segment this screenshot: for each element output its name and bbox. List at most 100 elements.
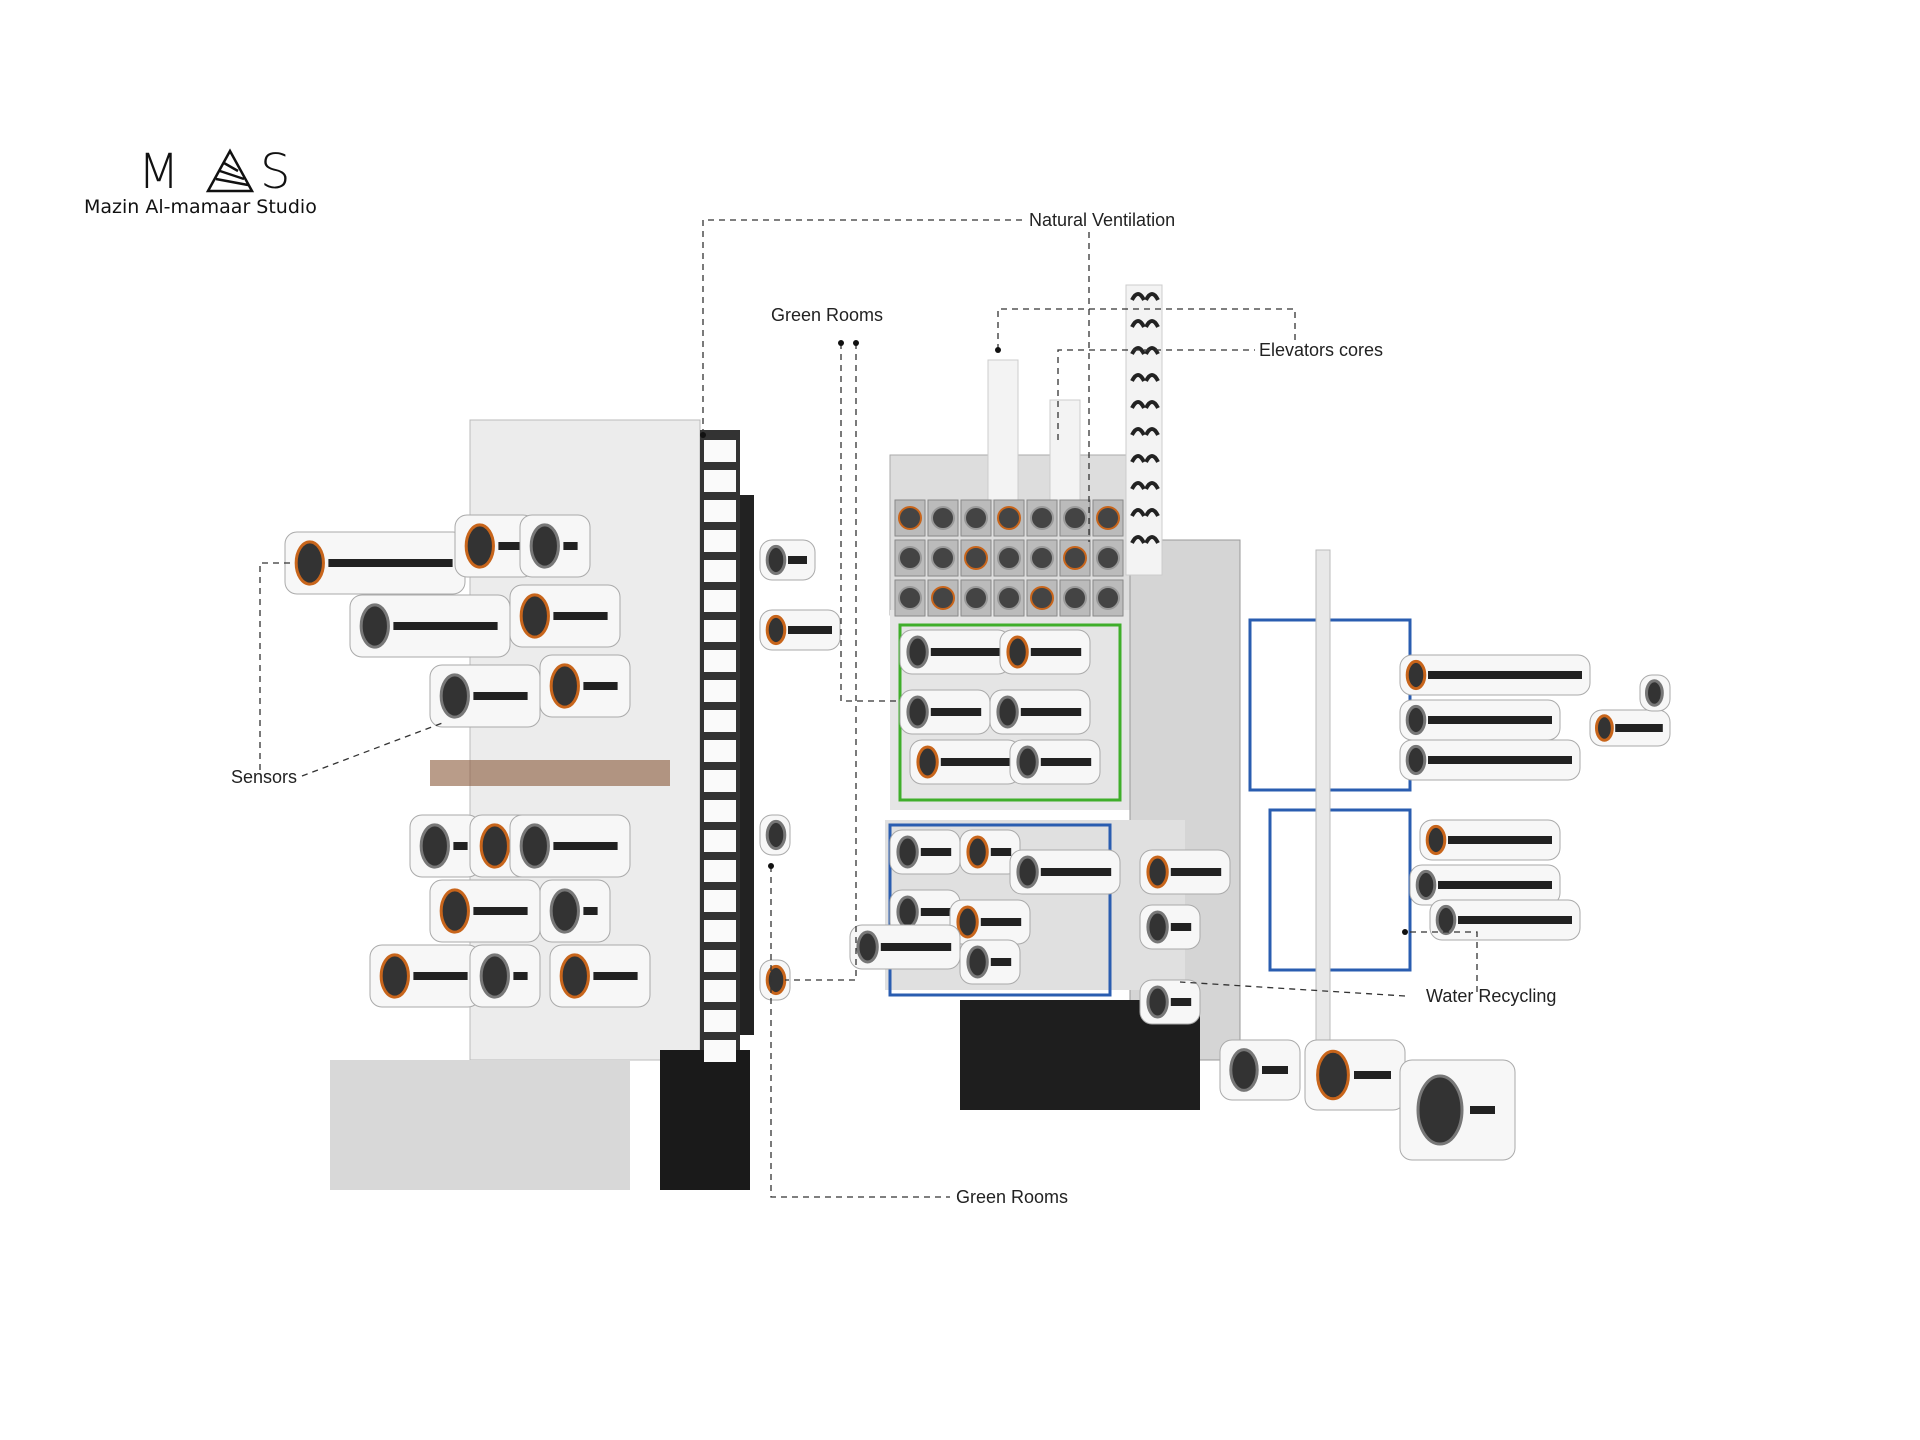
stair-step xyxy=(704,770,736,792)
elevator-core-mid xyxy=(1049,399,1081,501)
left-tower xyxy=(284,419,841,1190)
room-pod xyxy=(959,939,1021,985)
leader-natural-ventilation xyxy=(702,219,1025,435)
stair-step xyxy=(704,500,736,522)
facade-module xyxy=(894,539,926,577)
elevator-cabin xyxy=(1130,319,1160,328)
pod-slot xyxy=(1428,716,1552,724)
room-pod xyxy=(1399,654,1591,696)
logo-triangle-icon xyxy=(205,148,255,193)
room-pod xyxy=(284,531,466,595)
elevator-cabin xyxy=(1130,400,1160,409)
pod-opening xyxy=(1405,704,1427,736)
elevator-cabin-glyph xyxy=(1130,481,1160,490)
label-green-rooms-bottom: Green Rooms xyxy=(956,1187,1069,1207)
pod-opening xyxy=(529,523,560,569)
pod-opening xyxy=(896,895,919,929)
pod-slot xyxy=(583,682,618,690)
pod-slot xyxy=(1170,923,1192,931)
left-tower-floor-plate xyxy=(430,760,670,786)
module-opening xyxy=(898,586,922,610)
room-pod xyxy=(409,814,481,878)
pod-slot xyxy=(553,842,618,850)
pod-slot xyxy=(473,692,528,700)
facade-module xyxy=(1092,499,1124,537)
pod-opening xyxy=(559,953,590,999)
facade-module xyxy=(1026,539,1058,577)
pod-opening xyxy=(1594,714,1614,742)
module-opening xyxy=(964,546,988,570)
module-opening xyxy=(997,506,1021,530)
elevator-cabin xyxy=(1130,535,1160,544)
room-pod xyxy=(1639,674,1671,712)
pod-slot xyxy=(1040,758,1092,766)
pod-slot xyxy=(990,958,1012,966)
right-complex xyxy=(849,284,1671,1161)
pod-opening xyxy=(1146,910,1169,944)
pod-slot xyxy=(980,918,1022,926)
module-opening xyxy=(997,546,1021,570)
elevator-cabin xyxy=(1130,427,1160,436)
room-pod xyxy=(1219,1039,1301,1101)
leader-water-recycling xyxy=(1179,931,1478,997)
room-pod xyxy=(549,944,651,1008)
pod-opening xyxy=(519,823,550,869)
pod-opening xyxy=(765,614,787,646)
pod-opening xyxy=(1016,745,1039,779)
room-pod xyxy=(1139,904,1201,950)
pod-opening xyxy=(916,745,939,779)
module-opening xyxy=(1063,546,1087,570)
room-pod xyxy=(509,814,631,878)
facade-module xyxy=(1059,499,1091,537)
pod-opening xyxy=(906,695,929,729)
room-pod xyxy=(1399,1059,1516,1161)
pod-slot xyxy=(1428,671,1582,679)
pod-opening xyxy=(896,835,919,869)
leader-green-rooms-top-1 xyxy=(840,343,900,702)
room-pod xyxy=(849,924,961,970)
facade-module xyxy=(1059,579,1091,617)
elevator-cabin-glyph xyxy=(1130,292,1160,301)
left-tower-base xyxy=(660,1050,750,1190)
leader-sensors xyxy=(259,562,446,777)
module-opening xyxy=(898,506,922,530)
stair-step xyxy=(704,560,736,582)
pod-slot xyxy=(1448,836,1552,844)
room-pod xyxy=(889,889,961,935)
pod-slot xyxy=(1040,868,1112,876)
pod-slot xyxy=(930,708,982,716)
elevator-cabin-glyph xyxy=(1130,373,1160,382)
module-opening xyxy=(898,546,922,570)
pod-opening xyxy=(1425,824,1447,856)
elevator-cabin-glyph xyxy=(1130,427,1160,436)
pod-opening xyxy=(1415,869,1437,901)
studio-name: Mazin Al-mamaar Studio xyxy=(84,196,317,218)
elevator-cabin-glyph xyxy=(1130,346,1160,355)
pod-opening xyxy=(966,945,989,979)
pod-slot xyxy=(513,972,528,980)
room-pod xyxy=(1419,819,1561,861)
pod-opening xyxy=(359,603,390,649)
elevator-cabin-glyph xyxy=(1130,319,1160,328)
pod-slot xyxy=(940,758,1012,766)
label-natural-ventilation: Natural Ventilation xyxy=(1029,210,1176,230)
pod-slot xyxy=(1170,868,1222,876)
label-green-rooms-top: Green Rooms xyxy=(771,305,884,325)
stair-step xyxy=(704,1010,736,1032)
pod-opening xyxy=(956,905,979,939)
pod-slot xyxy=(563,542,578,550)
leader-dot xyxy=(700,432,706,438)
left-tower-fin xyxy=(740,495,754,1035)
pod-opening xyxy=(549,888,580,934)
room-pod xyxy=(1304,1039,1406,1111)
room-pod xyxy=(909,739,1021,785)
pod-opening xyxy=(479,823,510,869)
pod-opening xyxy=(439,888,470,934)
stair-step xyxy=(704,980,736,1002)
pod-slot xyxy=(920,848,952,856)
facade-module xyxy=(960,499,992,537)
elevator-cabin xyxy=(1130,292,1160,301)
pod-slot xyxy=(1354,1071,1391,1079)
pod-slot xyxy=(788,556,807,564)
room-pod xyxy=(429,879,541,943)
